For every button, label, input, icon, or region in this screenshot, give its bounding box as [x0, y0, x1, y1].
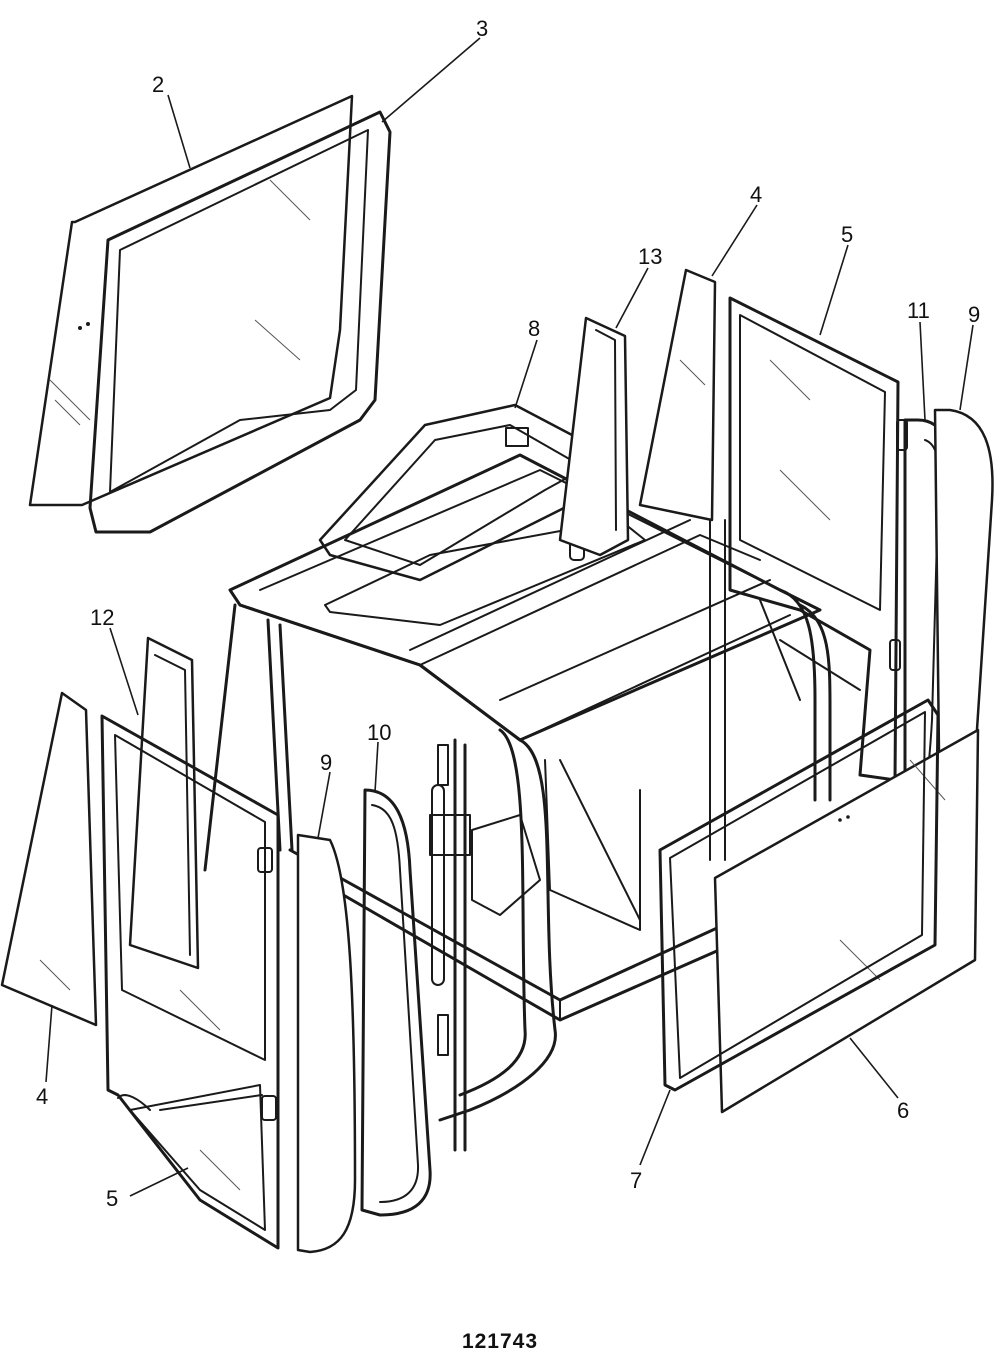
callout-12: 12: [90, 605, 114, 630]
leader-5-bottom: [129, 1167, 189, 1197]
leader-4-bottom: [45, 1004, 53, 1083]
rear-quarter-glass-part-13: [558, 316, 630, 557]
left-door-part-5: [100, 714, 280, 1250]
leader-12: [109, 627, 139, 716]
callout-8: 8: [528, 316, 540, 341]
callout-4-bottom: 4: [36, 1084, 48, 1109]
callout-13: 13: [638, 244, 662, 269]
rear-quarter-glass-part-12: [128, 636, 200, 970]
side-glass-part-4-right: [638, 268, 717, 522]
leader-10: [374, 741, 379, 793]
leader-5-top: [819, 244, 849, 336]
callout-4-top: 4: [750, 182, 762, 207]
lower-side-glass-part-6: [713, 728, 980, 1114]
leader-11: [919, 321, 926, 421]
cab-frame: [203, 453, 861, 1152]
door-seal-part-10-left: [360, 788, 432, 1217]
door-glass-part-9-left: [296, 833, 357, 1254]
callout-3: 3: [476, 16, 488, 41]
callout-5-top: 5: [841, 222, 853, 247]
leader-9-right: [959, 324, 974, 411]
leader-8: [514, 339, 538, 409]
leader-2: [167, 94, 191, 169]
leader-6: [849, 1037, 899, 1099]
side-glass-part-4-left: [0, 691, 98, 1027]
callout-6: 6: [897, 1098, 909, 1123]
lower-side-seal-part-7: [658, 698, 940, 1092]
leader-7: [639, 1089, 671, 1166]
windscreen-seal-part-3: [88, 110, 392, 534]
callout-2: 2: [152, 72, 164, 97]
callout-9-left: 9: [320, 750, 332, 775]
leader-4-top: [711, 204, 758, 277]
leader-13: [615, 267, 649, 329]
drawing-reference-number: 121743: [461, 1330, 539, 1353]
windscreen-glass-part-2: [28, 94, 354, 507]
callout-labels: 2 3 4 13 5 8 11 9 12 10 9 4 5 7 6: [36, 16, 980, 1211]
right-door-part-5: [728, 296, 908, 782]
leader-lines: [45, 37, 974, 1197]
leader-3: [381, 37, 481, 123]
leader-9-left: [317, 771, 331, 839]
callout-7: 7: [630, 1168, 642, 1193]
callout-10: 10: [367, 720, 391, 745]
callout-11: 11: [907, 298, 930, 323]
callout-5-bottom: 5: [106, 1186, 118, 1211]
callout-9-right: 9: [968, 302, 980, 327]
